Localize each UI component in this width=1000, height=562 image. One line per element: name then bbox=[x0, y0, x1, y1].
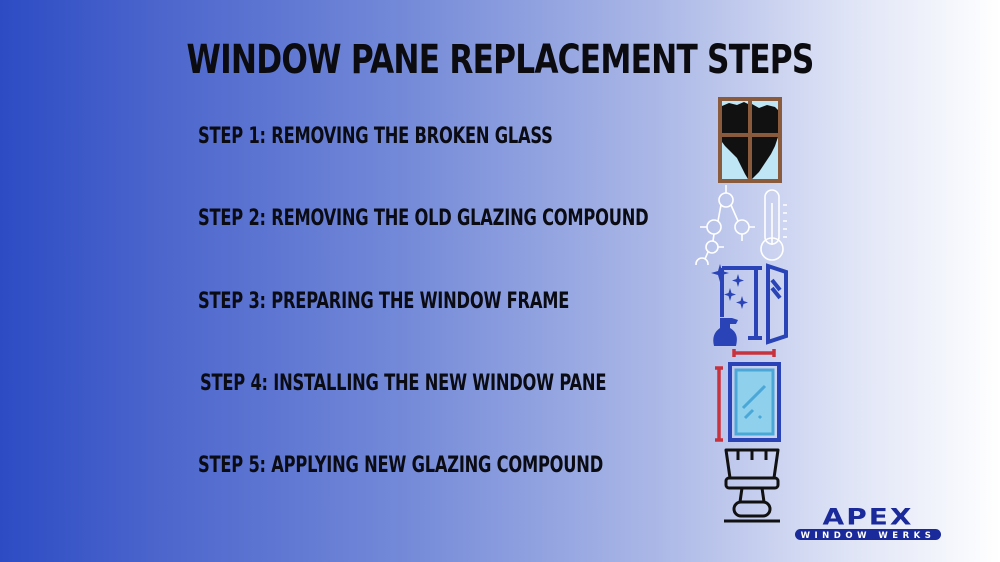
page-title: WINDOW PANE REPLACEMENT STEPS bbox=[186, 37, 814, 83]
step-4-label: STEP 4: INSTALLING THE NEW WINDOW PANE bbox=[200, 371, 607, 396]
window-cleaning-spray-icon bbox=[711, 263, 788, 346]
apex-window-werks-logo: APEX WINDOW WERKS bbox=[793, 502, 943, 542]
logo-brand: APEX bbox=[823, 503, 914, 530]
measured-window-icon bbox=[715, 349, 781, 442]
step-5-label: STEP 5: APPLYING NEW GLAZING COMPOUND bbox=[198, 453, 603, 478]
step-3-label: STEP 3: PREPARING THE WINDOW FRAME bbox=[198, 289, 570, 314]
molecule-thermometer-icon bbox=[695, 185, 787, 265]
paint-brush-icon bbox=[724, 448, 780, 523]
broken-window-icon bbox=[718, 97, 782, 183]
step-1-label: STEP 1: REMOVING THE BROKEN GLASS bbox=[198, 124, 553, 149]
logo-subtitle: WINDOW WERKS bbox=[801, 531, 936, 541]
step-2-label: STEP 2: REMOVING THE OLD GLAZING COMPOUN… bbox=[198, 206, 649, 231]
